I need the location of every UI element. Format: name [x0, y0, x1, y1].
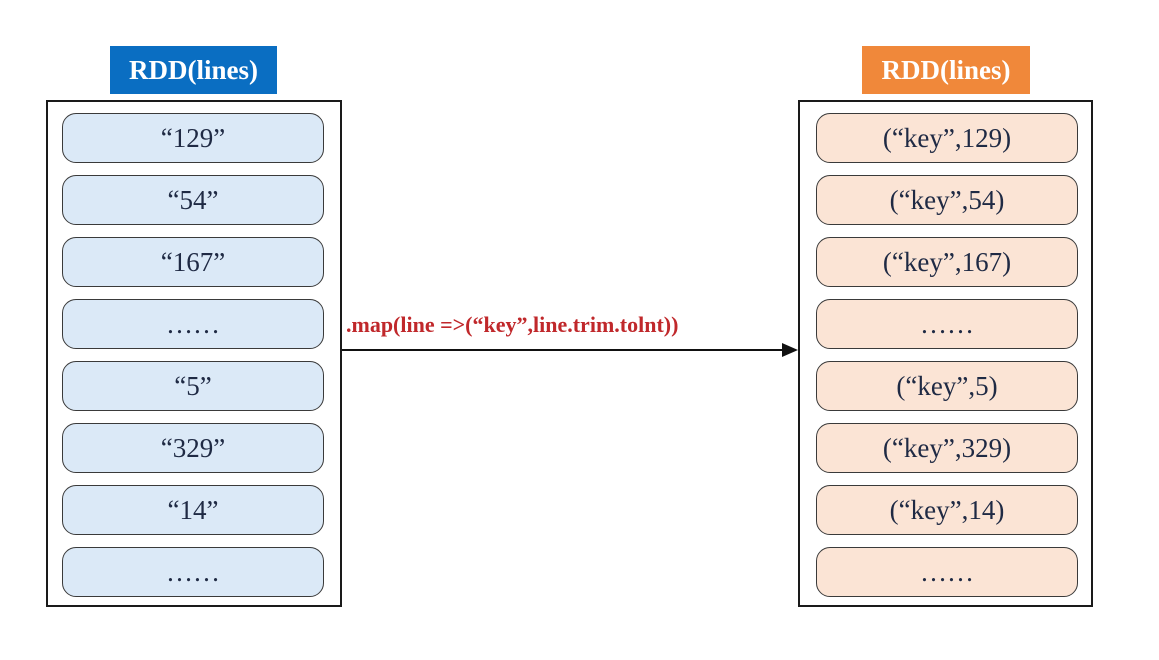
left-rdd-item: …… [62, 299, 324, 349]
arrow-head-icon [782, 343, 798, 357]
right-rdd-title: RDD(lines) [862, 46, 1030, 94]
right-rdd-item: (“key”,129) [816, 113, 1078, 163]
left-rdd-item: “5” [62, 361, 324, 411]
right-rdd-item: …… [816, 299, 1078, 349]
right-rdd-item: (“key”,54) [816, 175, 1078, 225]
left-rdd-item: “54” [62, 175, 324, 225]
right-rdd-item: (“key”,5) [816, 361, 1078, 411]
right-rdd-panel: (“key”,129) (“key”,54) (“key”,167) …… (“… [798, 100, 1093, 607]
left-rdd-item: …… [62, 547, 324, 597]
right-rdd-item: (“key”,329) [816, 423, 1078, 473]
left-rdd-item: “129” [62, 113, 324, 163]
left-rdd-item: “14” [62, 485, 324, 535]
left-rdd-item: “329” [62, 423, 324, 473]
right-rdd-item: (“key”,14) [816, 485, 1078, 535]
transform-arrow [342, 343, 798, 357]
right-rdd-item: (“key”,167) [816, 237, 1078, 287]
right-rdd-item: …… [816, 547, 1078, 597]
map-transform-label: .map(line =>(“key”,line.trim.tolnt)) [346, 312, 679, 337]
left-rdd-title: RDD(lines) [110, 46, 277, 94]
left-rdd-panel: “129” “54” “167” …… “5” “329” “14” …… [46, 100, 342, 607]
left-rdd-item: “167” [62, 237, 324, 287]
